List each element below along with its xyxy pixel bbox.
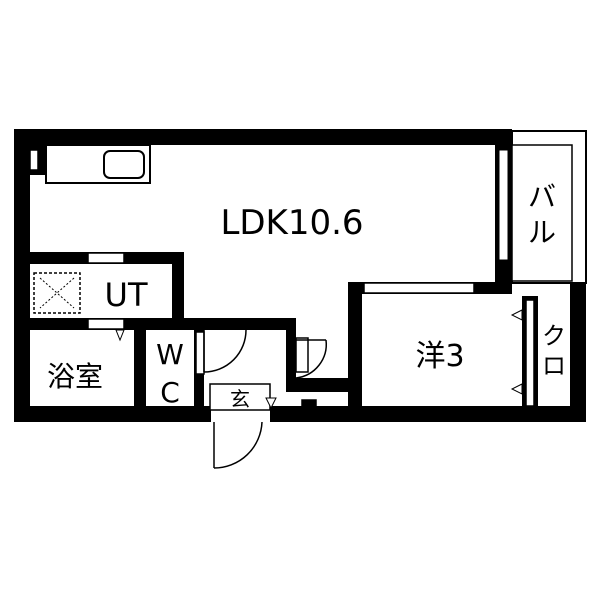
room-label-balcony-bottom: ル [528,216,556,249]
room-label-closet-bottom: ロ [542,352,566,380]
room-label-western: 洋3 [415,339,464,374]
room-label-ldk: LDK10.6 [220,203,363,243]
room-label-bath: 浴室 [47,360,103,393]
washing-machine-icon [33,272,81,314]
room-label-ut: UT [105,276,148,314]
room-label-wc-w: W [156,338,184,371]
door-swings [115,309,523,469]
room-label-wc-c: C [160,376,180,409]
sink-icon [103,150,145,179]
room-label-balcony-top: バ [528,180,556,213]
room-label-entrance: 玄 [230,387,250,411]
openings [29,149,535,411]
kitchen-counter [45,144,151,184]
room-label-closet-top: ク [542,322,566,350]
balcony [495,130,587,284]
